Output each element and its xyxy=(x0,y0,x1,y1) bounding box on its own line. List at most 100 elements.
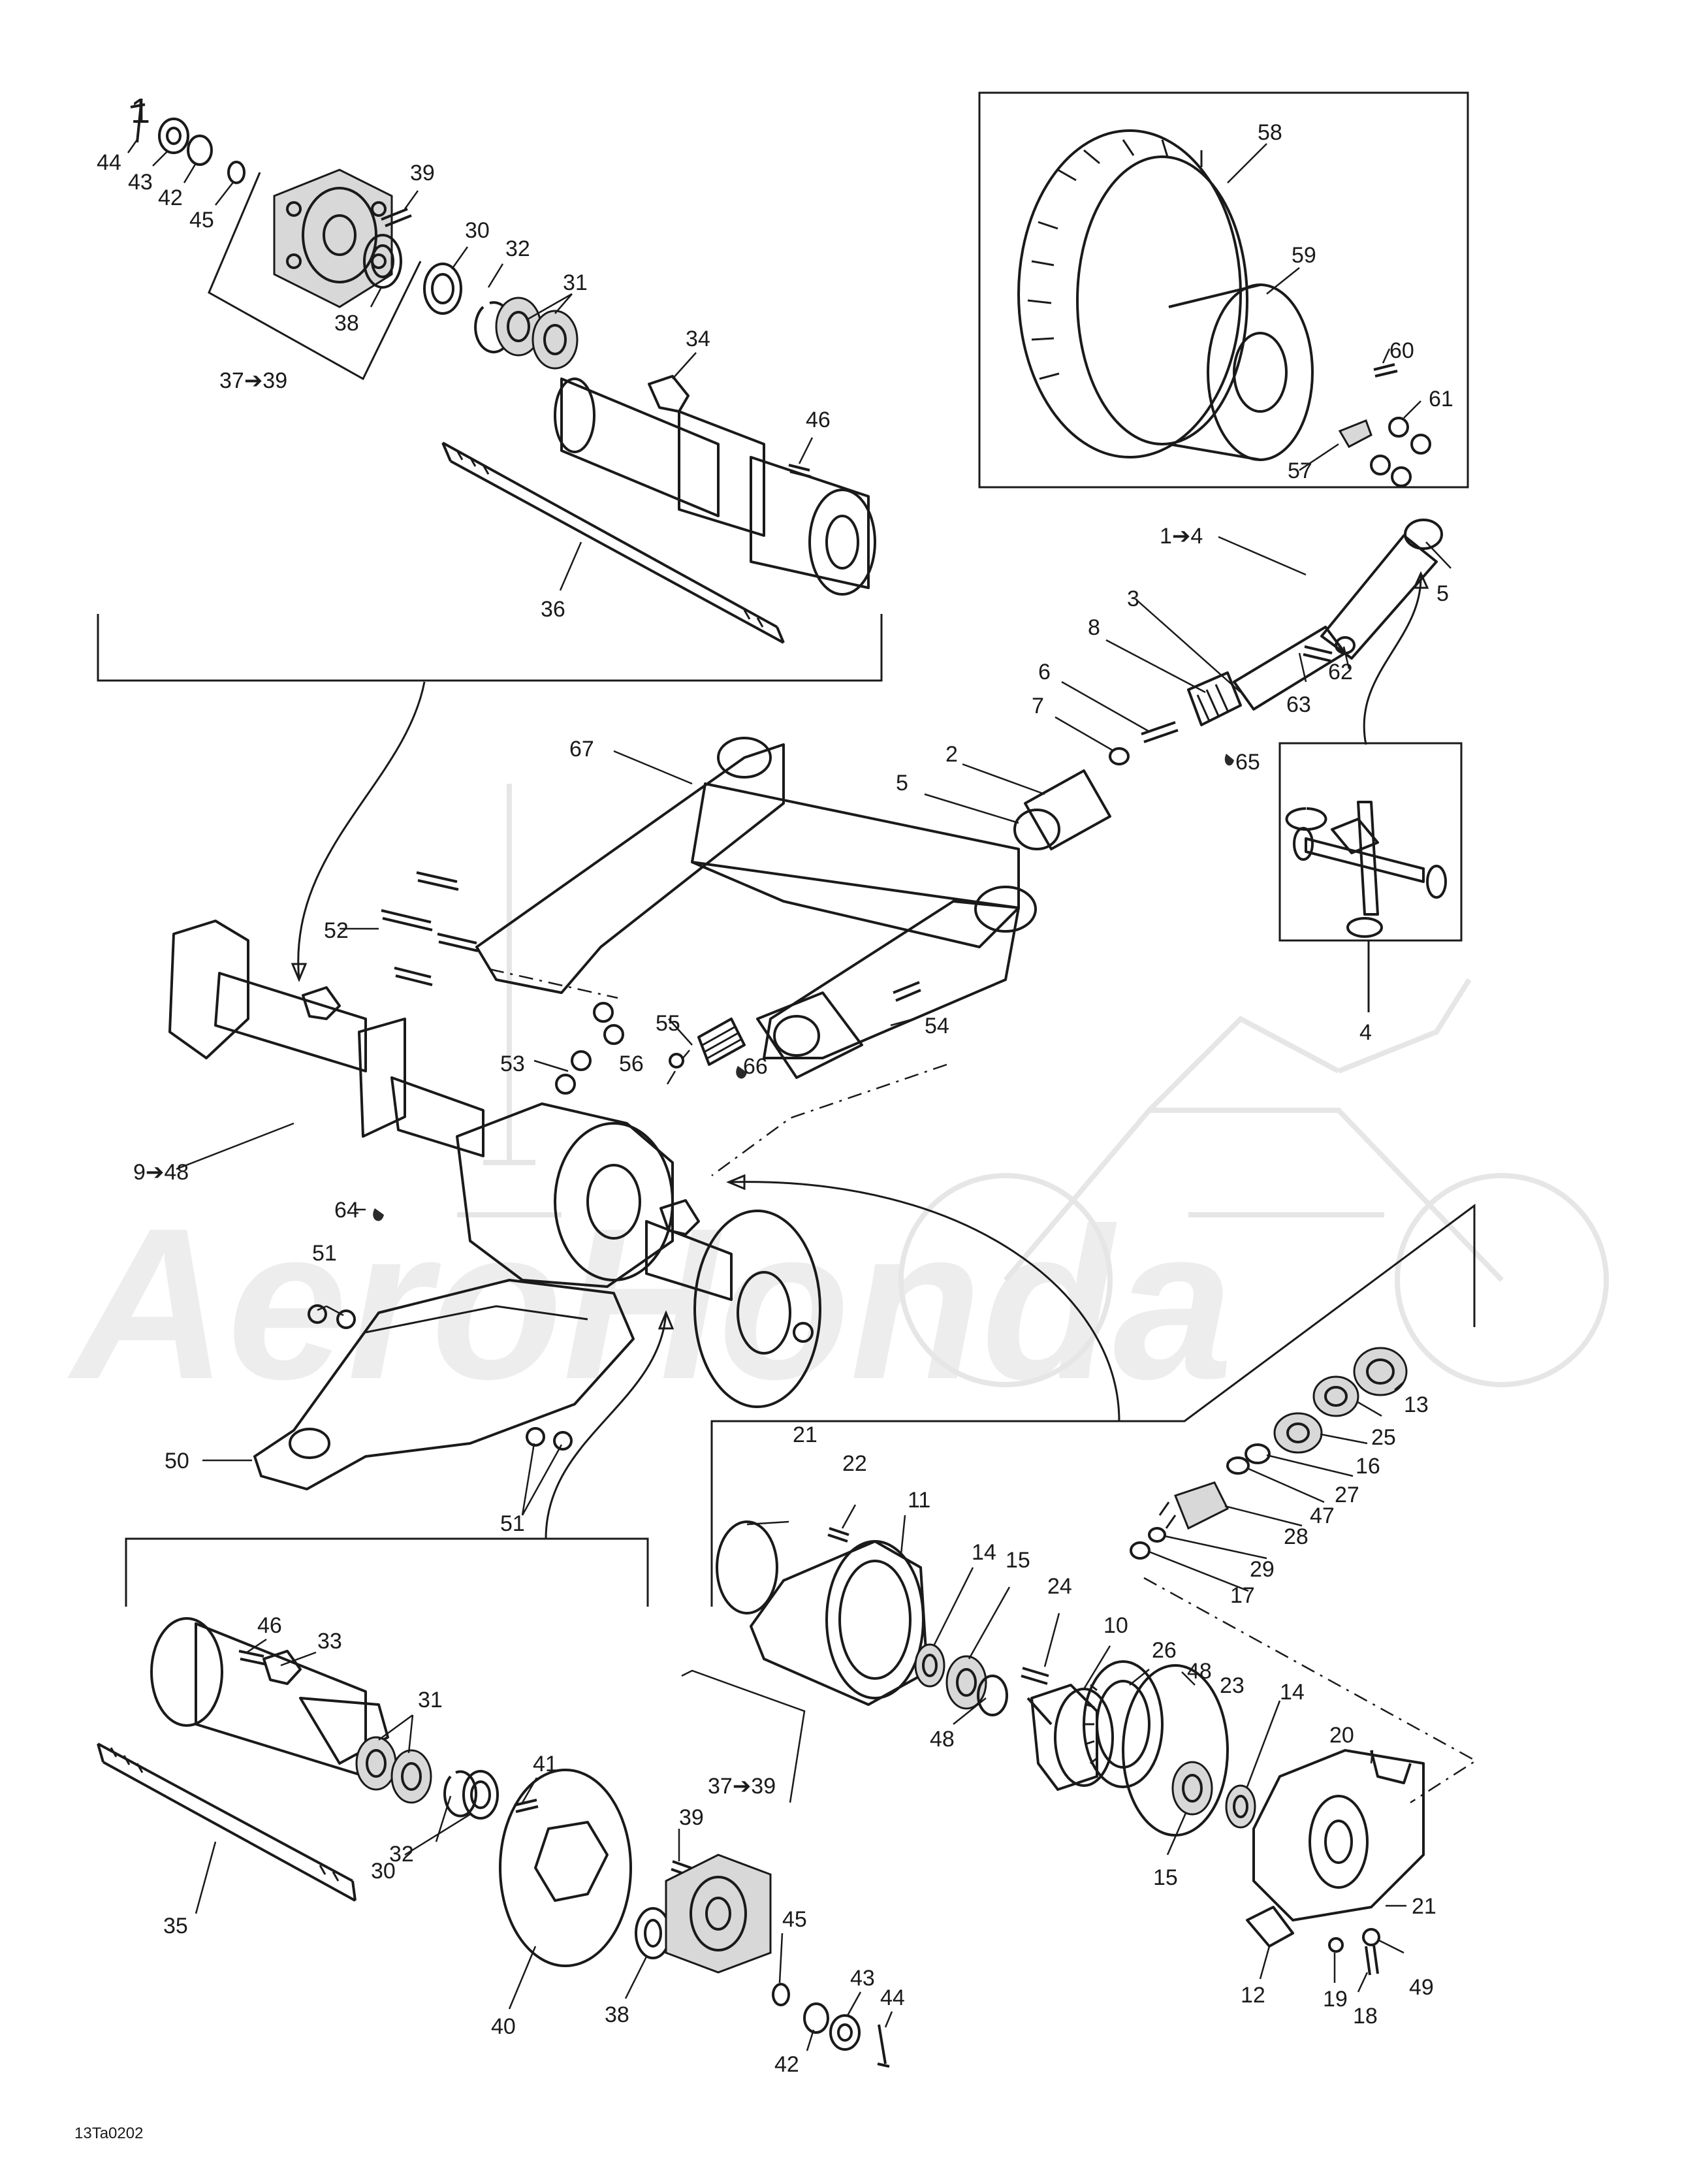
callout-15-right: 15 xyxy=(1153,1865,1178,1890)
callout-12: 12 xyxy=(1241,1983,1265,2008)
mount-nuts-53 xyxy=(555,1002,624,1095)
callout-19: 19 xyxy=(1323,1987,1348,2012)
callout-21-right: 21 xyxy=(1412,1894,1436,1919)
callout-64: 64 xyxy=(334,1198,359,1223)
cotter-pin-44-top xyxy=(130,103,146,143)
skid-plate-50 xyxy=(253,1279,635,1490)
axle-housing-33-bottom xyxy=(150,1617,389,1778)
callout-55: 55 xyxy=(656,1011,680,1036)
boot-8 xyxy=(1187,671,1242,726)
shim-27 xyxy=(1245,1443,1271,1464)
bottom-axle-bracket xyxy=(125,1537,649,1607)
bearings-31-top xyxy=(495,297,579,370)
grease-drop-66 xyxy=(736,1066,747,1079)
bolt-22 xyxy=(827,1527,849,1543)
callout-2: 2 xyxy=(945,742,958,767)
callout-23: 23 xyxy=(1220,1673,1245,1698)
u-joint-detail-box xyxy=(1278,742,1463,942)
breather-20 xyxy=(1370,1750,1412,1784)
callout-51-bottom: 51 xyxy=(500,1511,525,1536)
callout-8: 8 xyxy=(1088,615,1100,640)
wheel-detail-box xyxy=(978,91,1469,489)
callout-labels: 1 44 43 42 45 39 38 30 32 31 34 46 36 37… xyxy=(74,91,1453,2142)
callout-56: 56 xyxy=(619,1052,644,1076)
pinion-28 xyxy=(1158,1481,1230,1530)
washer-7 xyxy=(1109,747,1130,765)
callout-7: 7 xyxy=(1032,694,1044,718)
callout-26: 26 xyxy=(1152,1638,1177,1663)
callout-5-left: 5 xyxy=(896,771,908,795)
callout-15-left: 15 xyxy=(1006,1548,1030,1573)
callout-31-bottom: 31 xyxy=(418,1688,443,1712)
bolt-54 xyxy=(893,981,921,1002)
shock-boot-55 xyxy=(697,1018,746,1066)
callout-4: 4 xyxy=(1359,1020,1372,1045)
kit-37-39-bottom: 37➔39 xyxy=(708,1774,776,1799)
callout-36: 36 xyxy=(541,597,565,622)
brake-disc-40-right xyxy=(693,1210,821,1408)
wheel-nuts-61 xyxy=(1370,417,1431,487)
seal-30-top xyxy=(423,263,462,315)
swing-arm-67 xyxy=(475,737,1037,1079)
wheel-hub-37-bottom xyxy=(665,1854,772,1974)
callout-22: 22 xyxy=(842,1451,867,1476)
kit-1-4: 1➔4 xyxy=(1160,524,1203,549)
axle-shaft-35 xyxy=(97,1742,357,1902)
bottom-axle-assembly xyxy=(97,1617,890,2068)
seal-14-left xyxy=(914,1643,945,1688)
castle-nut-43-top xyxy=(158,118,189,154)
shim-47 xyxy=(1226,1456,1250,1475)
fitting-56 xyxy=(669,1053,684,1068)
seal-38-top xyxy=(363,234,402,289)
o-ring-21-left xyxy=(716,1520,778,1614)
bolt-24 xyxy=(1021,1667,1049,1685)
callout-49: 49 xyxy=(1409,1975,1434,2000)
grease-drop-64 xyxy=(373,1208,384,1221)
callout-48-left: 48 xyxy=(930,1727,955,1752)
bushing-17 xyxy=(1130,1541,1150,1560)
callout-42-top: 42 xyxy=(158,185,183,210)
bolt-41 xyxy=(514,1799,539,1813)
callout-59: 59 xyxy=(1292,243,1316,268)
skid-bolts-51 xyxy=(308,1304,573,1451)
callout-29: 29 xyxy=(1250,1557,1275,1582)
callout-21-left: 21 xyxy=(793,1422,817,1447)
bolt-63 xyxy=(1303,645,1333,662)
callout-1: 1 xyxy=(131,91,150,131)
ring-gear-26 xyxy=(1083,1660,1164,1788)
callout-46-bottom: 46 xyxy=(257,1613,282,1638)
callout-66: 66 xyxy=(743,1054,768,1079)
axle-shaft-36 xyxy=(441,442,785,644)
bearing-16 xyxy=(1273,1412,1323,1454)
callout-67: 67 xyxy=(569,737,594,762)
callout-43-bottom: 43 xyxy=(850,1966,875,1991)
housing-11 xyxy=(750,1540,928,1706)
differential-assembly xyxy=(716,1347,1425,1976)
circlip-45-top xyxy=(227,161,246,184)
callout-39-top: 39 xyxy=(410,161,435,185)
circlip-45-bottom xyxy=(772,1983,790,2006)
callout-28: 28 xyxy=(1284,1524,1309,1549)
wheel-hub-37-top xyxy=(273,169,393,308)
callout-54: 54 xyxy=(925,1014,949,1038)
watermark-tower xyxy=(457,784,562,1217)
callout-27: 27 xyxy=(1335,1483,1359,1507)
callout-18: 18 xyxy=(1353,2004,1378,2029)
callout-45-top: 45 xyxy=(189,208,214,233)
o-ring-23 xyxy=(1122,1664,1229,1837)
callout-38-bottom: 38 xyxy=(605,2002,629,2027)
drive-shaft-assembly xyxy=(1013,519,1447,938)
washer-42-bottom xyxy=(803,2002,829,2034)
seal-14-right xyxy=(1225,1784,1256,1829)
pin-6 xyxy=(1141,721,1179,743)
callout-58: 58 xyxy=(1258,120,1282,145)
grease-drop-65 xyxy=(1224,754,1234,766)
callout-44-bottom: 44 xyxy=(880,1985,905,2010)
callout-14-right: 14 xyxy=(1280,1680,1305,1705)
seal-13 xyxy=(1353,1347,1408,1396)
rim-59 xyxy=(1168,283,1314,461)
washer-19 xyxy=(1328,1937,1344,1953)
differential-bracket xyxy=(710,1204,1476,1607)
callout-46-top: 46 xyxy=(806,408,831,432)
callout-17: 17 xyxy=(1230,1583,1255,1608)
